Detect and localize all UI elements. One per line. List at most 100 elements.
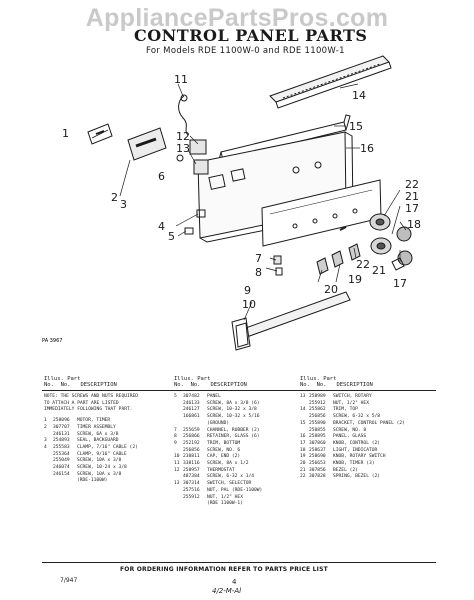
callout-14: 14 — [352, 89, 366, 102]
column-1-header: Illus. Part No. No. DESCRIPTION — [44, 376, 117, 388]
part-number: 255890 — [309, 420, 326, 426]
part-number: 246127 — [183, 407, 200, 413]
callout-4: 4 — [158, 220, 165, 233]
part-description: NUT, 1/2" HEX — [207, 494, 243, 500]
illus-number: 14 — [300, 407, 306, 413]
part-description: SCREW, 8A x 1/2 — [207, 461, 249, 467]
document-number: 7/947 — [60, 577, 78, 584]
callout-21-lower: 21 — [372, 264, 386, 277]
diagram-code: PA 3967 — [42, 338, 62, 344]
knob-drawing — [316, 213, 413, 275]
callout-17-upper: 17 — [405, 202, 419, 215]
illus-number: 3 — [44, 438, 47, 444]
callout-22-upper: 22 — [405, 178, 419, 191]
part-number: 258637 — [309, 447, 326, 453]
column-2-header: Illus. Part No. No. DESCRIPTION — [174, 376, 247, 388]
part-number: 338116 — [183, 461, 200, 467]
note-line: TO ATTACH A PART ARE LISTED — [44, 400, 119, 406]
part-number: 255659 — [183, 427, 200, 433]
part-number: 257516 — [183, 487, 200, 493]
cable-clamp-drawing — [184, 209, 206, 235]
part-number: 246154 — [53, 471, 70, 477]
illus-number: 21 — [300, 467, 306, 473]
part-description: SCREW, NO. 6 — [207, 447, 241, 453]
part-description: SCREW, NO. 8 — [333, 427, 367, 433]
part-description: SEAL, BACKGUARD — [77, 438, 119, 444]
part-number: 256866 — [183, 434, 200, 440]
parts-row: (GROUND) — [174, 421, 300, 428]
parts-row: 257516 NUT, PAL (RDE-1100W) — [174, 488, 300, 495]
part-description: CAP, END (2) — [207, 454, 241, 460]
illus-number: 13 — [300, 394, 306, 399]
handwritten-mark: 4/2-M-Al — [212, 587, 242, 595]
part-description: TRIM, BOTTOM — [207, 440, 241, 446]
illus-number: 1 — [44, 418, 47, 424]
parts-row: 255364 CLAMP, 9/16" CABLE — [44, 452, 172, 459]
parts-row: (RDE-1100W) — [44, 478, 172, 485]
callout-20: 20 — [324, 283, 338, 296]
part-number: 258895 — [309, 434, 326, 440]
part-number: 307856 — [309, 467, 326, 473]
part-description: SCREW, 8A x 3/8 (6) — [207, 400, 260, 406]
part-number: 256856 — [309, 414, 326, 420]
part-number: 256653 — [309, 461, 326, 467]
callout-6: 6 — [158, 170, 165, 183]
part-number: 255862 — [309, 407, 326, 413]
illus-number: 13 — [174, 481, 180, 487]
part-number: 487384 — [183, 474, 200, 480]
part-description: CLAMP, 7/16" CABLE (2) — [77, 444, 138, 450]
part-number: 255912 — [309, 400, 326, 406]
part-number: 307707 — [53, 424, 70, 430]
part-description: NUT, 1/2" HEX — [333, 400, 369, 406]
callout-12: 12 — [176, 130, 190, 143]
illus-number: 18 — [300, 447, 306, 453]
illus-number: 19 — [300, 454, 306, 460]
part-description: CLAMP, 9/16" CABLE — [77, 451, 127, 457]
callout-21-upper: 21 — [405, 190, 419, 203]
callout-13: 13 — [176, 142, 190, 155]
part-number: 246074 — [53, 465, 70, 471]
part-number: 258957 — [183, 467, 200, 473]
illus-number: 22 — [300, 474, 306, 480]
part-description: SCREW, 6A x 3/8 — [77, 431, 119, 437]
part-number: 258855 — [309, 427, 326, 433]
page-mark: 4 — [232, 578, 237, 586]
column-3-header: Illus. Part No. No. DESCRIPTION — [300, 376, 373, 388]
part-description: TIMER ASSEMBLY — [77, 424, 116, 430]
callout-18: 18 — [407, 218, 421, 231]
top-trim-drawing — [269, 55, 392, 109]
part-description: SCREW, 10-32 x 5/16 — [207, 414, 260, 420]
part-number: 307828 — [309, 474, 326, 480]
ordering-info-footer: FOR ORDERING INFORMATION REFER TO PARTS … — [120, 566, 328, 573]
table-top-rule — [42, 390, 436, 391]
illus-number: 16 — [300, 434, 306, 440]
part-description: KNOB, ROTARY SWITCH — [333, 454, 386, 460]
watermark: AppliancePartsPros.com — [85, 4, 389, 32]
part-description: SCREW, 6-32 x 5/8 — [333, 414, 381, 420]
part-number: 307482 — [183, 394, 200, 399]
part-description: NUT, PAL (RDE-1100W) — [207, 487, 263, 493]
page-subtitle: For Models RDE 1100W-0 and RDE 1100W-1 — [146, 46, 345, 56]
illus-number: 10 — [174, 454, 180, 460]
callout-10: 10 — [242, 298, 256, 311]
part-number: 246133 — [183, 400, 200, 406]
part-number: 307314 — [183, 481, 200, 487]
part-number: 255364 — [53, 451, 70, 457]
